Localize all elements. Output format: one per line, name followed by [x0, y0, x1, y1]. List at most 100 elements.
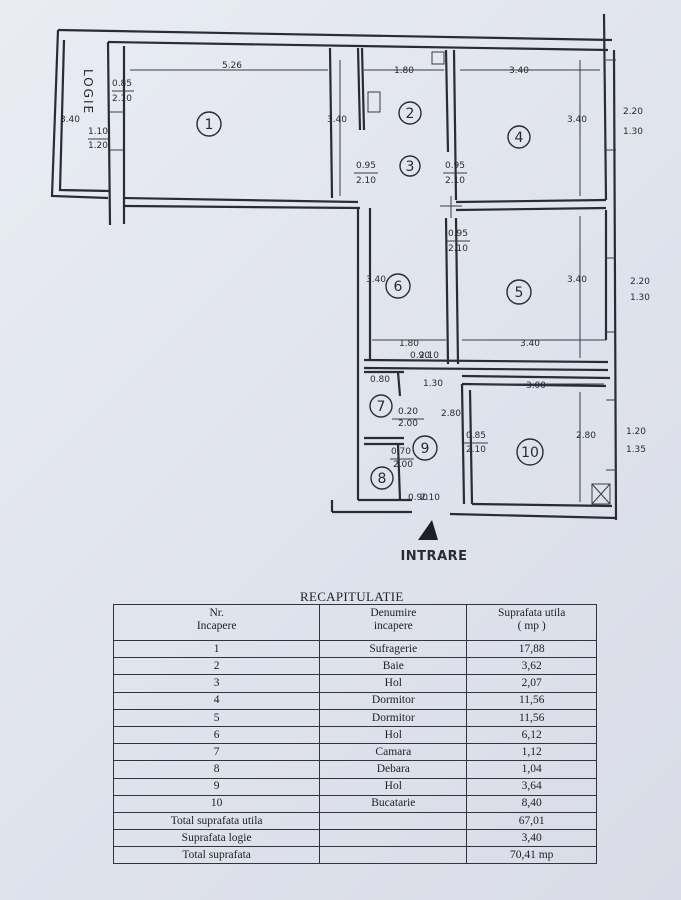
room-name-cell: Dormitor [319, 708, 468, 727]
door-label: 0.85 [112, 79, 132, 89]
room-number: 7 [377, 399, 386, 415]
floor-plan: 1 2 3 4 5 6 7 8 9 10 5.26 1.80 3.40 3.40… [50, 13, 650, 564]
door-label: 2.10 [445, 176, 465, 186]
dimension-label: 3.40 [60, 115, 80, 125]
dimension-label: 1.30 [623, 127, 643, 137]
door-label: 0.70 [391, 447, 411, 457]
room-number: 3 [406, 159, 415, 175]
room-name-cell: Hol [319, 725, 468, 745]
door-label: 2.00 [393, 460, 413, 470]
door-label: 0.80 [370, 375, 390, 385]
total-value-cell: 70,41 mp [466, 846, 597, 865]
door-labels: 0.85 2.10 1.10 1.20 0.95 2.10 0.95 2.10 … [88, 79, 486, 503]
room-number: 8 [378, 471, 387, 487]
header-text: ( mp ) [517, 619, 546, 632]
total-value-cell: 67,01 [466, 811, 597, 831]
recap-table: Nr. Incapere Denumire incapere Suprafata… [112, 604, 597, 865]
fraction-bars [88, 90, 488, 460]
room-nr-cell: 8 [112, 760, 321, 779]
room-name-cell: Bucatarie [319, 794, 468, 813]
door-label: 0.95 [448, 229, 468, 239]
dimension-label: 3.00 [526, 381, 546, 391]
room-nr-cell: 7 [112, 743, 321, 762]
room-circles [196, 101, 544, 490]
header-text: Nr. [209, 607, 224, 619]
room-area-cell: 3,62 [466, 657, 597, 676]
door-label: 0.95 [356, 161, 376, 171]
room-area-cell: 3,64 [466, 777, 597, 796]
room-name-cell: Camara [319, 743, 468, 762]
door-label: 2.10 [420, 493, 440, 503]
room-nr-cell: 5 [112, 708, 321, 727]
dimension-label: 3.40 [327, 115, 347, 125]
door-label: 0.90 [410, 351, 430, 361]
recap-title: RECAPITULATIE [300, 589, 404, 604]
door-label: 2.10 [112, 94, 132, 104]
door-label: 2.00 [398, 419, 418, 429]
dimension-label: 1.80 [394, 66, 414, 76]
door-label: 2.10 [448, 244, 468, 254]
room-area-cell: 1,12 [466, 743, 597, 762]
dimension-label: 3.40 [366, 275, 386, 285]
room-name-cell: Dormitor [319, 691, 468, 710]
entrance-arrow-icon [418, 520, 438, 540]
room-name-cell: Hol [319, 777, 468, 796]
room-nr-cell: 1 [112, 639, 321, 659]
door-label: 0.20 [398, 407, 418, 417]
door-label: 2.10 [466, 445, 486, 455]
dimension-label: 1.80 [399, 339, 419, 349]
room-number: 6 [394, 279, 403, 295]
room-area-cell: 11,56 [466, 691, 597, 710]
door-label: 2.10 [356, 176, 376, 186]
dimension-labels: 5.26 1.80 3.40 3.40 3.40 2.20 1.30 3.40 … [60, 61, 650, 455]
total-label-cell: Suprafata logie [112, 829, 321, 848]
door-label: 0.90 [408, 493, 428, 503]
dimension-label: 3.40 [509, 66, 529, 76]
room-number: 9 [421, 441, 430, 457]
dimension-label: 3.40 [567, 275, 587, 285]
empty-cell [319, 811, 468, 831]
dimension-label: 3.40 [520, 339, 540, 349]
dimension-label: 1.30 [423, 379, 443, 389]
loggia-label: LOGIE [81, 69, 95, 115]
room-name-cell: Debara [319, 760, 468, 779]
room-name-cell: Baie [319, 657, 468, 676]
header-name: Denumire incapere [319, 604, 468, 641]
room-area-cell: 6,12 [466, 725, 597, 745]
dimension-label: 2.20 [623, 107, 643, 117]
room-area-cell: 17,88 [466, 639, 597, 659]
header-area: Suprafata utila ( mp ) [466, 604, 597, 641]
dimension-label: 1.30 [630, 293, 650, 303]
room-area-cell: 8,40 [466, 794, 597, 813]
header-text: Incapere [196, 619, 237, 632]
dimension-label: 5.26 [222, 61, 242, 71]
header-nr: Nr. Incapere [112, 604, 321, 641]
room-nr-cell: 3 [112, 674, 321, 693]
door-label: 1.20 [88, 141, 108, 151]
room-area-cell: 1,04 [466, 760, 597, 779]
dimension-label: 2.20 [630, 277, 650, 287]
door-label: 0.95 [445, 161, 465, 171]
room-area-cell: 11,56 [466, 708, 597, 727]
header-text: Suprafata utila [497, 607, 566, 619]
room-numbers: 1 2 3 4 5 6 7 8 9 10 [205, 106, 539, 487]
room-name-cell: Hol [319, 674, 468, 693]
room-number: 1 [205, 117, 214, 133]
empty-cell [319, 846, 468, 865]
recap-header-row: Nr. Incapere Denumire incapere Suprafata… [112, 604, 597, 641]
room-number: 4 [515, 130, 524, 146]
dimension-label: 1.20 [626, 427, 646, 437]
room-number: 2 [406, 106, 415, 122]
room-nr-cell: 10 [112, 794, 321, 813]
door-label: 1.10 [88, 127, 108, 137]
